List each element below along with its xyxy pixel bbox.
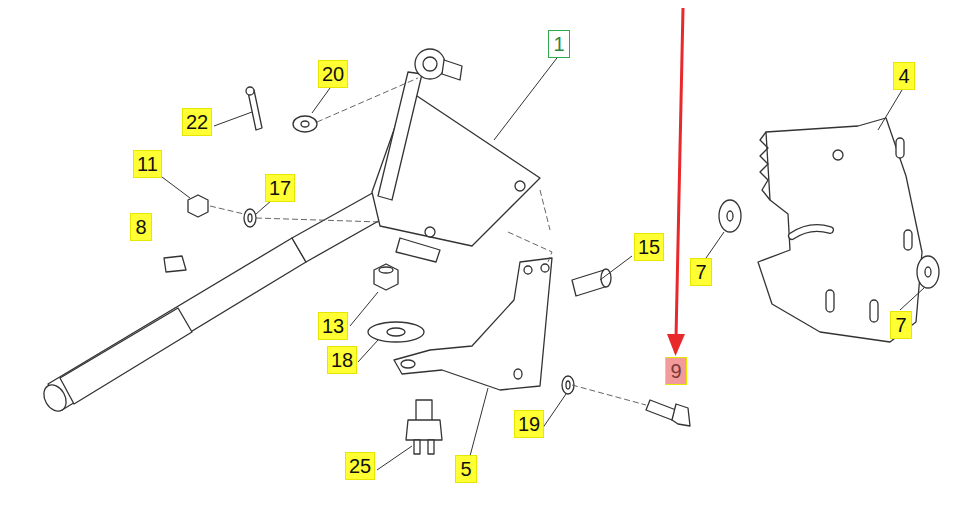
clip [164, 256, 186, 272]
washer [368, 322, 424, 342]
handle-grip [39, 381, 70, 415]
leader-line [600, 256, 632, 280]
bolt-head [672, 404, 690, 426]
washer-hole [925, 267, 931, 277]
plate-hole [425, 227, 435, 237]
leader-line [350, 292, 378, 326]
cotter-pin [248, 90, 262, 130]
callout-number: 25 [345, 452, 375, 480]
assembly-line [210, 206, 244, 214]
cam-slot [792, 228, 830, 236]
leader-line [312, 88, 330, 113]
leader-line [214, 112, 252, 126]
plate-slot [826, 290, 834, 312]
callout-number: 8 [130, 213, 152, 241]
leader-line [494, 54, 560, 140]
switch-terminal [428, 440, 434, 454]
pointer-arrow [676, 8, 683, 338]
callout-number: 4 [893, 62, 915, 90]
callout-number: 22 [182, 108, 212, 136]
callout-number: 7 [890, 311, 912, 339]
bracket-hole [524, 266, 532, 274]
leader-line [256, 200, 272, 214]
plate-hole [833, 150, 843, 160]
nut-hole [379, 267, 393, 273]
bracket-hole [401, 360, 415, 368]
switch-body [406, 420, 442, 440]
rod-end-ball [423, 57, 437, 71]
rod-end [415, 49, 445, 79]
assembly-line [540, 190, 550, 230]
washer-hole [248, 214, 252, 222]
lever-arm [378, 72, 422, 200]
handle-sleeve [60, 308, 192, 404]
callout-number: 19 [514, 410, 544, 438]
washer [293, 116, 317, 132]
cam-slot-inner [792, 228, 830, 236]
callout-number: 13 [318, 312, 348, 340]
callout-number: 5 [455, 455, 477, 483]
washer [917, 256, 939, 288]
leader-line [900, 288, 924, 310]
plate-slot [896, 138, 904, 158]
leader-line [377, 446, 412, 470]
nut [374, 264, 398, 290]
switch-plunger [416, 400, 432, 422]
bracket [394, 258, 552, 390]
callout-number: 20 [318, 60, 348, 88]
assembly-line [572, 385, 646, 405]
leader-line [158, 174, 190, 198]
callout-number: 11 [133, 150, 162, 178]
cam-teeth [760, 132, 770, 200]
pointer-arrowhead [667, 334, 685, 356]
callout-number: 1 [548, 30, 570, 58]
nut [188, 195, 208, 217]
switch-terminal [414, 440, 420, 454]
washer-hole [301, 121, 309, 127]
lever-handle [48, 238, 306, 410]
plate-slot [904, 230, 912, 250]
callout-number: 15 [634, 233, 664, 261]
bolt-shank [646, 400, 676, 420]
bracket-hole [541, 264, 549, 272]
callout-number: 17 [265, 174, 295, 202]
callout-number: 9 [665, 357, 687, 385]
leader-line [358, 340, 378, 362]
washer-hole [566, 381, 570, 389]
rod-stud [442, 60, 462, 80]
assembly-line [508, 232, 552, 262]
cotter-pin-eye [246, 87, 254, 95]
washer-hole [727, 211, 733, 221]
plate-hole [515, 181, 525, 191]
callout-number: 7 [690, 258, 712, 286]
leader-line [470, 388, 488, 456]
callout-number: 18 [327, 346, 357, 374]
bracket-hole [514, 369, 522, 379]
leader-line [878, 90, 902, 130]
plate-slot [870, 300, 878, 322]
leader-line [706, 232, 724, 258]
cam-plate [758, 118, 922, 342]
washer-hole [387, 328, 405, 336]
assembly-line [256, 218, 380, 222]
plate-tab [396, 238, 440, 262]
washer [719, 200, 741, 232]
washer [244, 209, 256, 227]
